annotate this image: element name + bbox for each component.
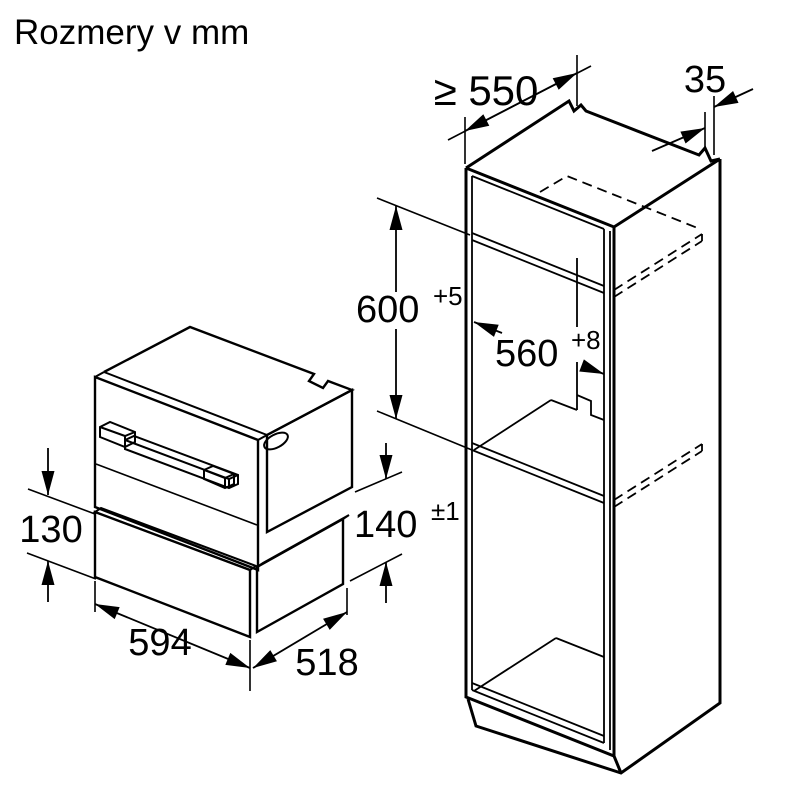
cabinet-front-frame [471,175,611,750]
hidden-shelf-bottom [613,443,703,508]
dim-width: 594 [94,581,251,691]
appliance-drawing [92,325,355,639]
dim-label-560: 560 [495,333,558,375]
dim-drawer-niche-height: 140 ±1 [349,443,460,603]
dim-label-600-sup: +5 [433,281,463,311]
dim-niche-height: 600 +5 [356,197,473,451]
dim-label-594: 594 [128,622,191,664]
drawer-front-top-strip [92,506,259,572]
dim-label-min550: ≥ 550 [434,67,539,114]
dim-line [252,611,348,669]
accessory-drawer [92,506,350,639]
drawer-side [255,516,345,635]
dim-ext-lines [349,471,403,582]
dim-arrow-right [579,359,605,375]
handle-bar [124,434,239,490]
drawer-front [93,510,252,639]
cabinet-outline [464,157,722,775]
dim-depth: 518 [252,588,359,684]
appliance-side-face [265,388,354,534]
dim-label-140: 140 [354,504,417,546]
dim-front-height: 130 [19,448,97,602]
dim-label-130: 130 [19,509,82,551]
dim-label-560-sup: +8 [571,325,601,355]
dim-label-600: 600 [356,289,419,331]
appliance-panel-top-strip [94,371,268,441]
handle-right-post [203,464,235,490]
cabinet-drawing [464,98,722,775]
appliance-top-face [103,325,355,437]
cabinet-shelf-top [471,232,605,294]
dim-line [464,72,578,132]
drawer-side-top-strip [256,514,350,568]
dim-ext-lines [26,488,97,580]
dim-label-518: 518 [295,642,358,684]
dim-label-35: 35 [684,59,726,101]
dim-niche-width: 560 +8 [473,321,605,375]
dim-arrow-left [473,321,503,337]
niche-interior [473,258,605,451]
cabinet-shelf-bottom [471,442,605,504]
panel-seam-line [95,463,258,526]
hidden-shelf-top [613,233,703,298]
dim-label-140-sup: ±1 [431,496,460,526]
lower-compartment-interior [473,637,605,692]
page-title: Rozmery v mm [14,13,249,52]
dim-min-depth: ≥ 550 [434,55,592,164]
hidden-cavity-top [539,175,701,230]
dim-ext-lines [704,96,715,155]
dim-leader-right [713,88,754,108]
dim-line [94,603,251,669]
grip-cutout [263,431,289,451]
dim-leader-left [651,127,706,152]
dim-rear-strip: 35 [651,59,754,155]
handle-left-post [99,420,136,449]
handle [99,420,239,490]
cabinet-floor [471,682,605,744]
